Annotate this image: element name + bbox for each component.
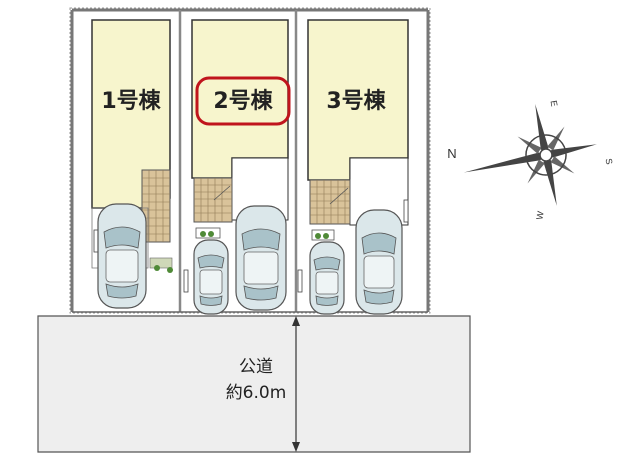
lot-3-label: 3号棟 [326,88,386,114]
car-icon [355,209,403,315]
car-icon [235,205,287,311]
road-width-label: 約6.0m [226,383,287,403]
lot-3: 3号棟 [297,19,409,293]
lot-1-label: 1号棟 [101,88,161,114]
lot-1-entrance-tiles [141,169,171,243]
compass-west-label: W [534,210,545,221]
plant-icon [315,233,321,239]
car-icon [193,239,229,315]
car-icon [97,203,147,309]
road-label: 公道 [239,357,273,377]
lot-2-label: 2号棟 [213,88,273,114]
compass-rose [463,104,597,206]
lot-1: 1号棟 [91,19,173,273]
lot-2-entrance-tiles [193,177,233,223]
road-width-dimension [292,316,300,452]
plant-icon [167,267,173,273]
compass-south-label: S [604,158,615,166]
compass-north-label: N [447,146,456,161]
lot-3-entrance-tiles [309,179,351,225]
lot-2: 2号棟 [183,19,291,293]
public-road [37,315,471,453]
plant-icon [208,231,214,237]
plant-icon [323,233,329,239]
car-icon [309,241,345,315]
plant-icon [154,265,160,271]
highlight-marker [195,76,291,126]
compass-east-label: E [549,100,560,108]
plant-icon [200,231,206,237]
